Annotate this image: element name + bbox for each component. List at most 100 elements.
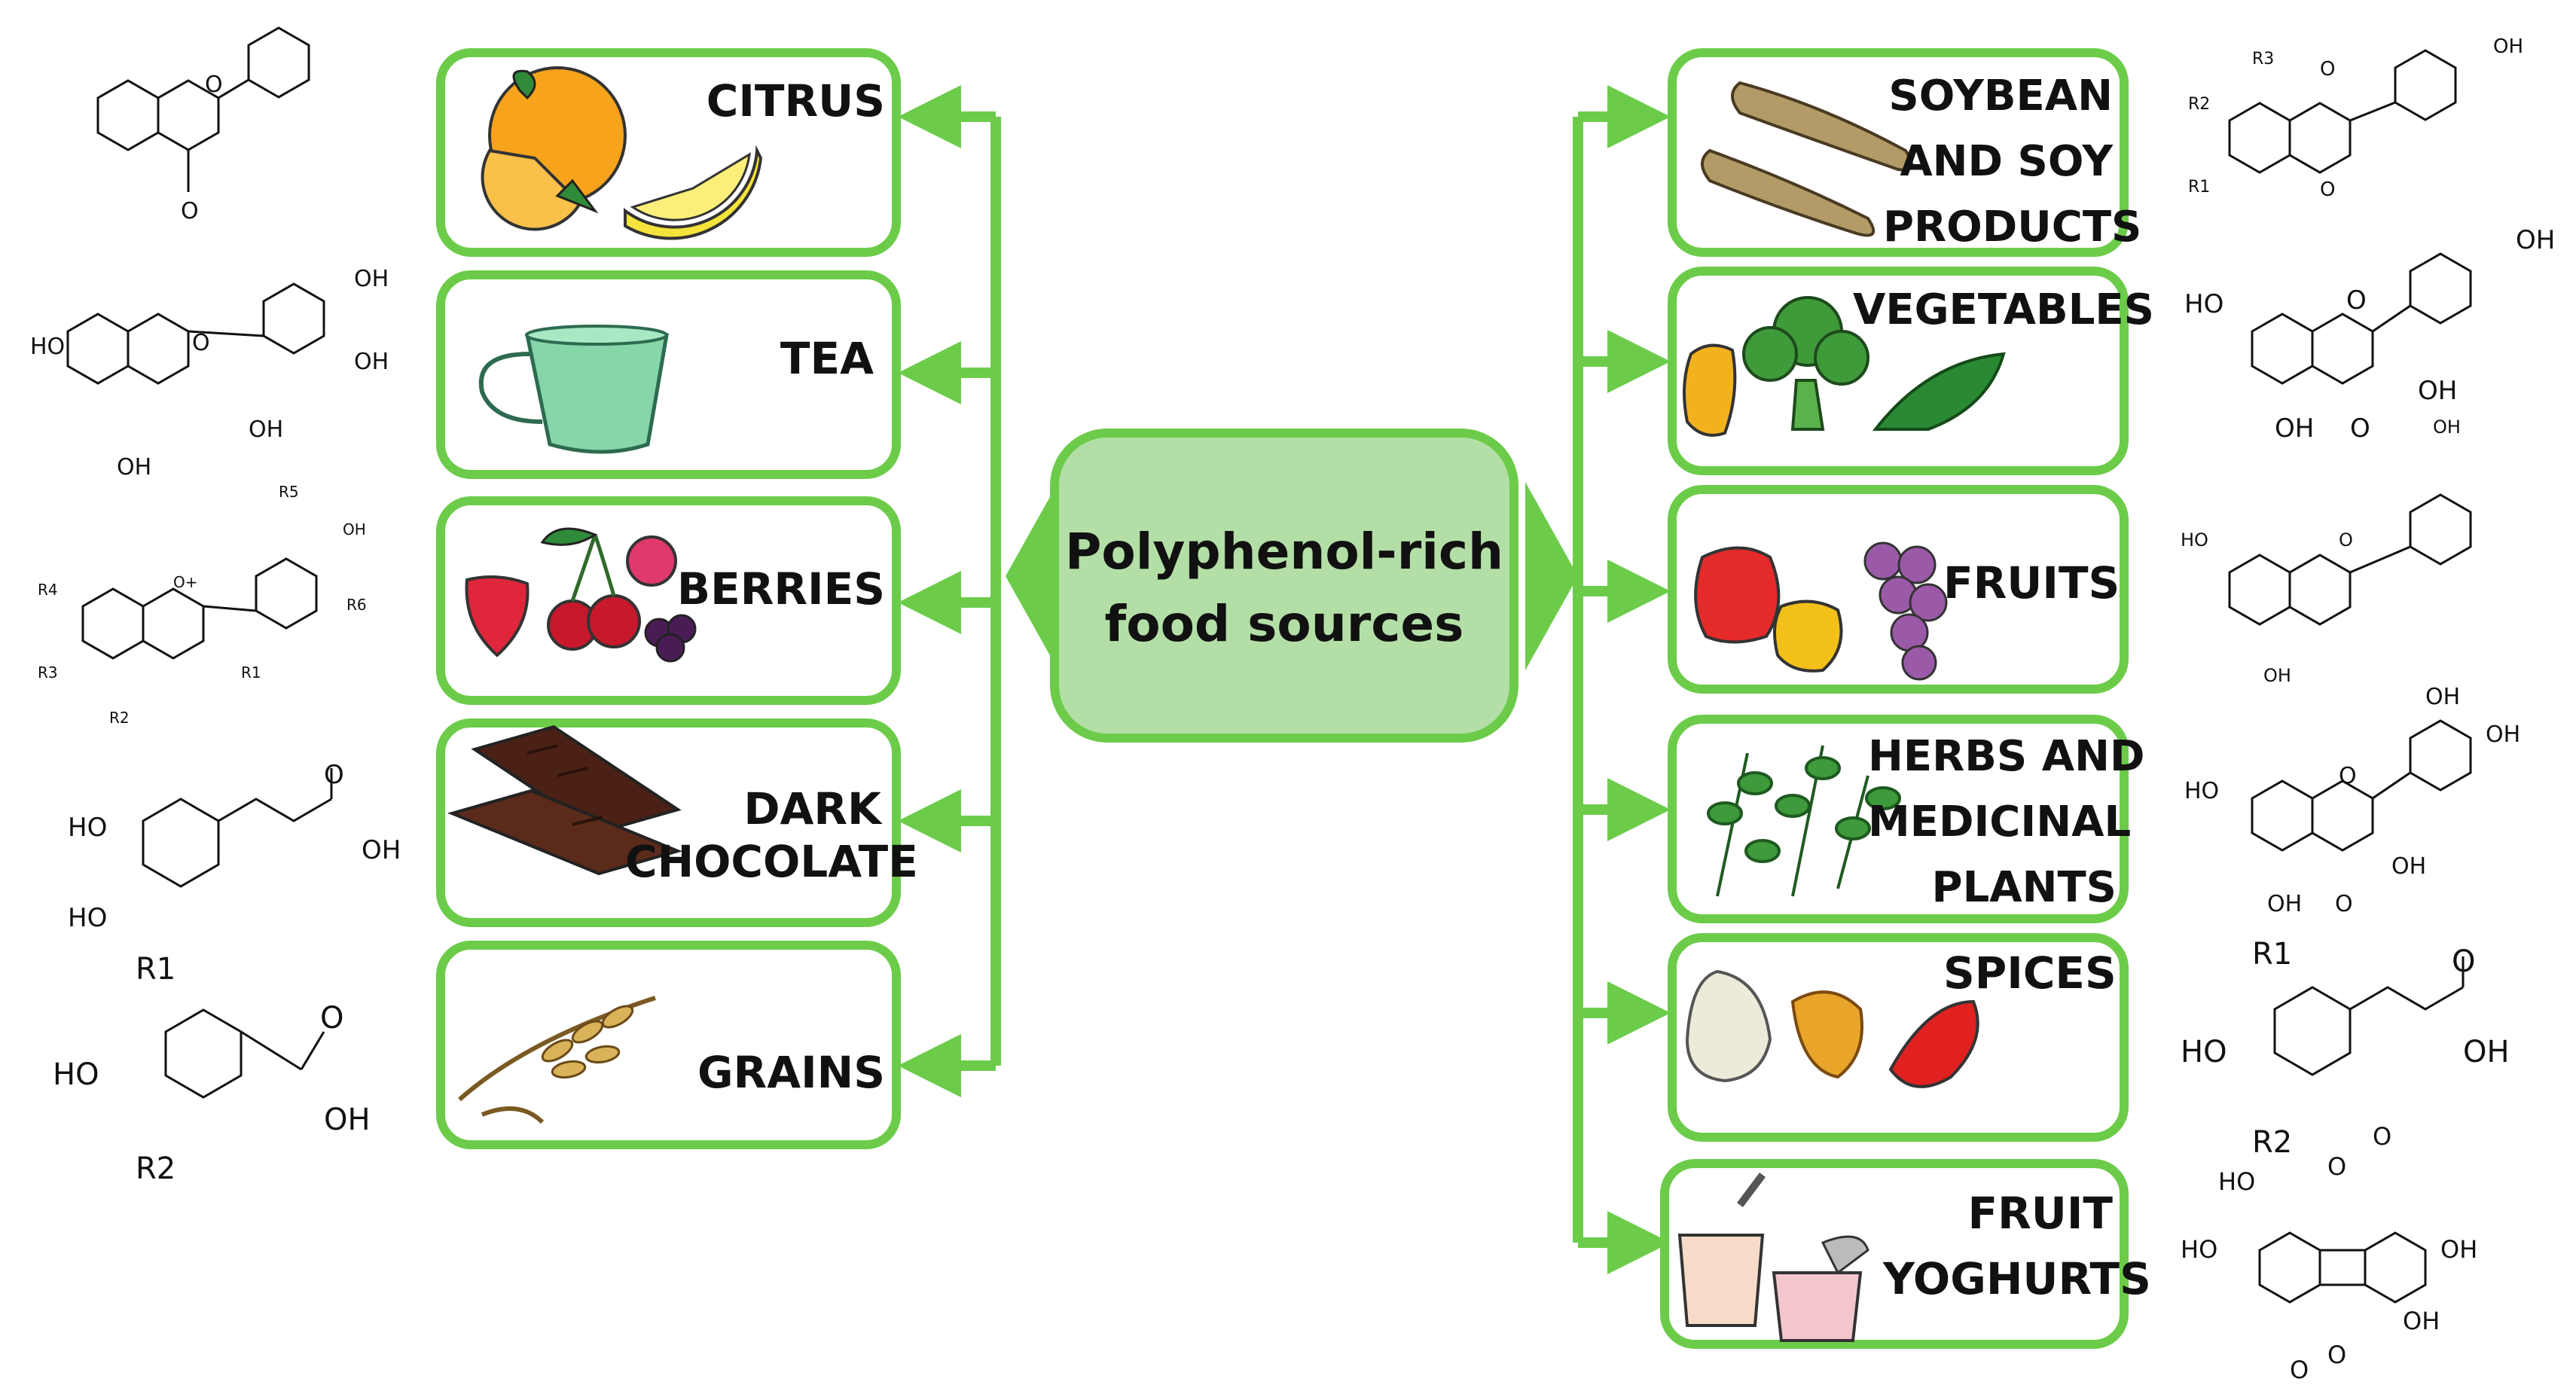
chem-label: OH [2263, 665, 2291, 686]
lemon-icon [624, 145, 763, 240]
chem-label: O [2339, 529, 2353, 551]
label-grains: GRAINS [655, 1047, 885, 1100]
chem-label: O [324, 760, 344, 790]
chem-label: OH [2391, 853, 2426, 880]
chem-label: R3 [38, 663, 58, 682]
label-line: FRUITS [1943, 557, 2120, 609]
caffeic-acid-structure [142, 768, 333, 888]
chem-label: O [192, 330, 210, 356]
chem-label: R6 [346, 596, 367, 614]
right-connector [1573, 85, 1671, 1274]
label-yoghurts: FRUIT YOGHURTS [1883, 1181, 2151, 1312]
chem-label: OH [2418, 376, 2457, 406]
box-grains [436, 941, 901, 1149]
chem-label: R1 [136, 952, 175, 987]
label-tea: TEA [655, 333, 874, 386]
chem-label: HO [2184, 289, 2223, 319]
quercetin-structure [2251, 719, 2472, 852]
chem-label: OH [362, 835, 401, 865]
chem-label: R1 [2188, 178, 2210, 197]
chem-label: HO [2181, 529, 2208, 551]
herbs-icon [1707, 745, 1901, 897]
label-line: TEA [780, 333, 874, 384]
chem-label: R2 [136, 1152, 175, 1186]
label-dark-chocolate: DARK CHOCOLATE [625, 783, 918, 888]
chem-label: OH [2516, 225, 2555, 255]
chem-label: HO [2181, 1035, 2227, 1069]
chem-label: OH [2463, 1035, 2510, 1069]
chem-label: OH [2493, 35, 2523, 58]
kaempferol-structure [2251, 252, 2472, 385]
chem-label: HO [53, 1057, 99, 1092]
chem-label: O [2452, 944, 2475, 979]
chem-label: OH [2425, 684, 2460, 710]
chocolate-icon [447, 725, 683, 876]
vegetables-icon [1683, 296, 2006, 437]
box-berries [436, 496, 901, 705]
spices-icon [1685, 969, 1979, 1088]
chem-label: R4 [38, 581, 58, 599]
label-line: SPICES [1943, 947, 2117, 999]
label-line: CHOCOLATE [625, 835, 918, 887]
label-line: DARK [743, 783, 881, 834]
chem-label: OH [2275, 413, 2314, 444]
chem-label: R2 [2188, 95, 2210, 114]
chem-label: R2 [109, 709, 130, 727]
label-line: CITRUS [706, 75, 885, 127]
chem-label: OH [117, 454, 151, 480]
label-line: PRODUCTS [1883, 202, 2142, 252]
label-line: SOYBEAN [1888, 72, 2113, 120]
chem-label: R1 [241, 663, 261, 682]
label-line: BERRIES [676, 563, 885, 615]
chem-label: O [181, 198, 199, 224]
chem-label: O [2327, 1152, 2346, 1181]
label-line: AND SOY [1900, 136, 2113, 186]
label-line: HERBS AND [1868, 732, 2145, 781]
chem-label: HO [68, 903, 107, 933]
chem-label: HO [2184, 778, 2219, 804]
isoflavone-structure [2228, 49, 2457, 174]
hesperetin-structure [2228, 493, 2472, 626]
label-line: MEDICINAL [1868, 797, 2132, 847]
chem-label: O [2290, 1356, 2309, 1384]
yoghurt-icon [1677, 1173, 1869, 1342]
label-herbs: HERBS AND MEDICINAL PLANTS [1868, 725, 2145, 920]
anthocyanidin-structure [81, 557, 318, 660]
label-line: VEGETABLES [1853, 285, 2154, 334]
chem-label: O [2320, 178, 2335, 201]
orange-icon [481, 66, 627, 231]
catechin-structure [66, 282, 325, 385]
chem-label: O [2350, 413, 2370, 444]
wheat-icon [458, 996, 656, 1124]
flavone-structure [96, 26, 310, 192]
chem-label: OH [249, 416, 283, 443]
chem-label: O+ [173, 573, 198, 591]
label-line: GRAINS [697, 1047, 885, 1098]
chem-label: OH [2403, 1307, 2440, 1335]
center-title: Polyphenol-rich food sources [1058, 516, 1510, 660]
label-spices: SPICES [1943, 947, 2117, 1000]
ferulic-structure [2273, 956, 2465, 1076]
chem-label: OH [2486, 721, 2520, 748]
label-line: PLANTS [1931, 862, 2117, 912]
chem-label: O [2320, 58, 2335, 81]
label-line: FRUIT [1967, 1188, 2113, 1239]
chem-label: OH [2267, 891, 2302, 917]
center-box [1050, 429, 1518, 743]
chem-label: O [2373, 1122, 2391, 1151]
label-line: YOGHURTS [1883, 1253, 2151, 1304]
soybean-pod-icon [1701, 81, 1913, 237]
label-vegetables: VEGETABLES [1853, 285, 2154, 335]
ellagic-structure [2258, 1231, 2427, 1304]
chem-label: O [2327, 1341, 2346, 1369]
chem-label: OH [2433, 416, 2461, 438]
chem-label: OH [354, 266, 389, 292]
chem-label: O [2335, 891, 2353, 917]
chem-label: OH [324, 1103, 371, 1137]
fruits-icon [1694, 541, 1948, 681]
chem-label: HO [30, 334, 65, 360]
chem-labels: O O HO OH OH OH OH O R4 R3 R2 R1 R5 R6 O… [30, 35, 2555, 1384]
label-fruits: FRUITS [1943, 557, 2120, 610]
center-title-line-2: food sources [1104, 594, 1464, 653]
center-left-arrow [1006, 482, 1058, 670]
